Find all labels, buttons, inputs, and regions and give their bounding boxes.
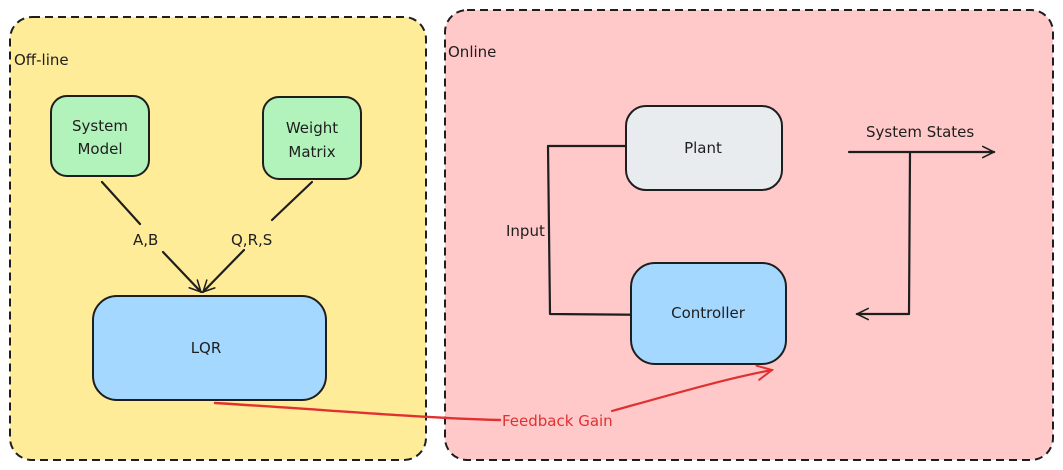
node-controller-label: Controller (671, 304, 746, 322)
edge-weight-matrix-to-lqr: Q,R,S (203, 180, 314, 292)
edge-label-system-states: System States (866, 123, 974, 141)
region-online-label: Online (448, 43, 496, 61)
region-offline-label: Off-line (14, 51, 69, 69)
region-online: Online (444, 9, 1054, 461)
edge-label-feedback-gain: Feedback Gain (502, 412, 613, 430)
node-system-model-line-1: System (72, 117, 128, 135)
edge-states-to-controller (857, 151, 912, 314)
node-system-model-line-2: Model (77, 140, 122, 158)
node-weight-matrix[interactable]: Weight Matrix (262, 96, 362, 180)
edge-label-input: Input (506, 222, 545, 240)
node-lqr-label: LQR (191, 339, 222, 357)
edge-lqr-to-controller: Feedback Gain (213, 370, 772, 430)
feedback-gain-line (213, 401, 502, 422)
node-weight-matrix-line-2: Matrix (288, 143, 335, 161)
node-system-model[interactable]: System Model (50, 95, 150, 177)
edge-system-model-to-lqr: A,B (100, 180, 201, 292)
node-lqr[interactable]: LQR (92, 295, 327, 401)
edge-plant-output: System States (847, 123, 994, 152)
node-weight-matrix-line-1: Weight (286, 119, 338, 137)
region-online-box (444, 9, 1054, 461)
edge-controller-to-plant: Input (506, 146, 662, 317)
edge-label-qrs: Q,R,S (231, 231, 272, 249)
node-plant[interactable]: Plant (625, 105, 783, 191)
edge-label-ab: A,B (133, 231, 158, 249)
node-plant-label: Plant (684, 139, 722, 157)
feedback-gain-arrow (610, 370, 772, 413)
node-controller[interactable]: Controller (630, 262, 787, 365)
